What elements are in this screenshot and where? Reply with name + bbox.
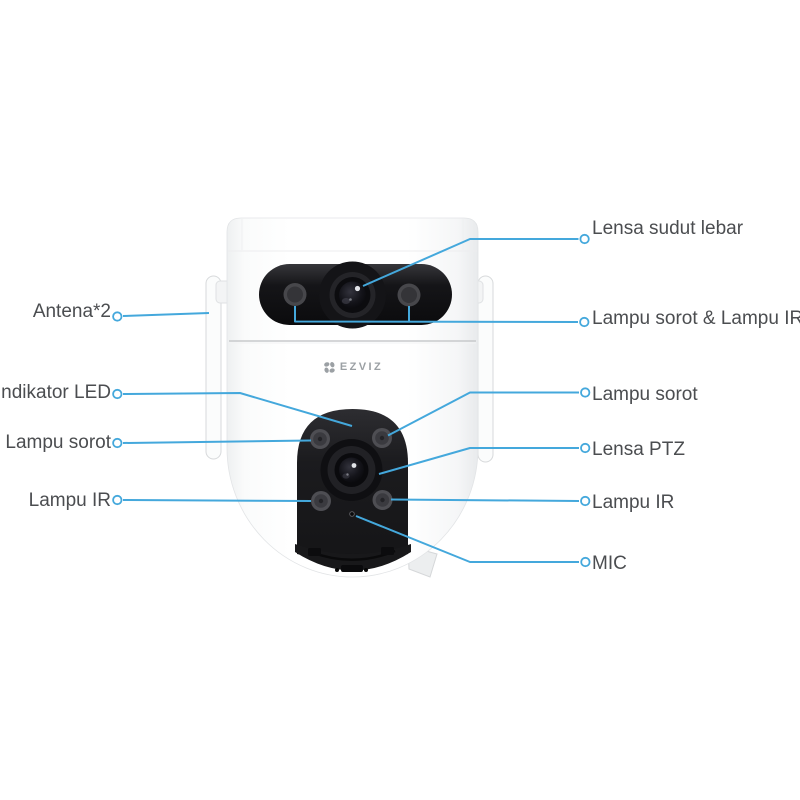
label-lampu-sorot-left: Lampu sorot [5, 432, 111, 453]
leader-dot-lensa-ptz [580, 442, 591, 454]
wide-angle-lens [329, 272, 376, 318]
leader-dot-antena [112, 311, 123, 322]
leader-dot-lampu-sorot-ir [579, 316, 590, 328]
label-lampu-sorot-ir: Lampu sorot & Lampu IR [592, 308, 800, 329]
ezviz-logo-text: EZVIZ [339, 361, 384, 373]
front-spotlight-left [283, 283, 307, 306]
spotlight-top-left [310, 429, 330, 449]
head-cap-seam [228, 219, 477, 252]
spotlight-top-right [372, 428, 392, 448]
ezviz-flower-icon [324, 362, 335, 373]
label-mic: MIC [592, 553, 627, 574]
leader-line-lampu-sorot-ir [294, 306, 579, 323]
ball-base [295, 544, 411, 572]
leader-line-mic [355, 515, 579, 563]
leader-dot-lampu-sorot-right [580, 387, 591, 398]
label-lensa-ptz: Lensa PTZ [592, 439, 685, 460]
label-lampu-sorot-right: Lampu sorot [592, 384, 698, 405]
leader-line-antena [122, 312, 210, 317]
dual-lens-window [259, 261, 452, 329]
leader-dot-lampu-ir-left [112, 494, 123, 506]
leader-dot-indikator-led [112, 388, 123, 400]
leader-line-lampu-sorot-left [122, 439, 312, 444]
leader-line-lampu-ir-left [122, 499, 312, 502]
body-separator [229, 340, 476, 344]
leader-dot-lampu-ir-right [580, 495, 591, 507]
ir-light-bottom-right [372, 490, 393, 510]
leader-line-lensa-sudut-lebar [362, 238, 579, 287]
label-indikator-led: Indikator LED [0, 382, 111, 403]
ezviz-logo: EZVIZ [321, 360, 385, 375]
leader-line-indikator-led [122, 392, 353, 427]
label-lampu-ir-right: Lampu IR [592, 492, 675, 513]
leader-dot-lensa-sudut-lebar [579, 233, 590, 245]
label-antena: Antena*2 [32, 301, 111, 322]
ir-light-bottom-left [311, 491, 331, 511]
leader-line-lensa-ptz [378, 447, 579, 475]
label-lampu-ir-left: Lampu IR [28, 490, 111, 511]
leader-dot-lampu-sorot-left [112, 437, 123, 449]
mic-hole [349, 511, 355, 517]
leader-line-lampu-sorot-right [387, 391, 579, 437]
leader-line-lampu-ir-right [390, 498, 580, 502]
label-lensa-sudut-lebar: Lensa sudut lebar [592, 218, 744, 239]
front-spotlight-right [397, 283, 421, 307]
leader-dot-mic [580, 556, 591, 568]
ptz-lens [320, 439, 383, 501]
